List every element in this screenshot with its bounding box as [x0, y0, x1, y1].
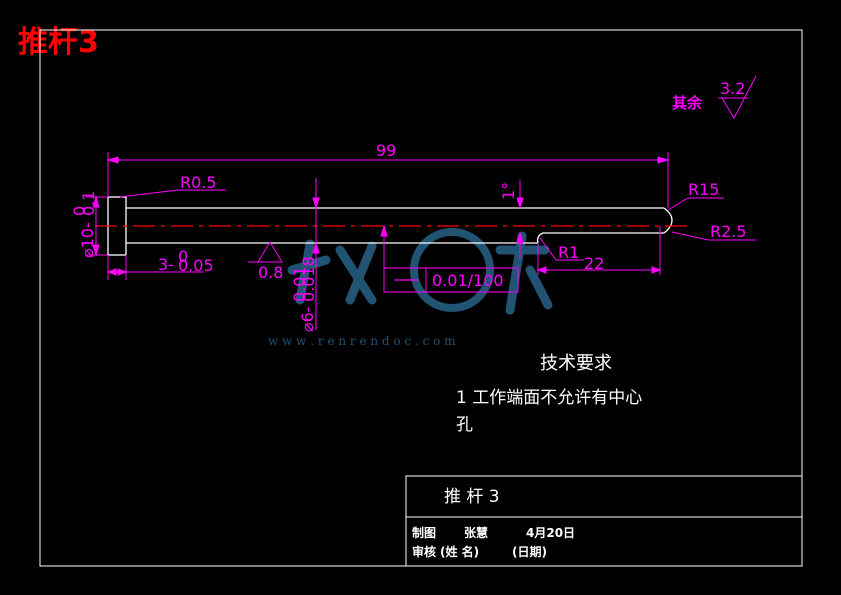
dim-head-thickness: 3-	[158, 255, 174, 274]
dim-shaft-diameter-tol-high: 0.01	[290, 266, 309, 302]
dimensions	[86, 152, 756, 330]
dim-groove-radius: R1	[558, 243, 579, 262]
dim-head-radius: R0.5	[180, 173, 217, 192]
drawn-label: 制图	[412, 525, 436, 540]
drawn-date: 4月20日	[526, 526, 575, 540]
part-name: 推 杆 3	[444, 487, 500, 507]
dim-end-length: 22	[584, 254, 604, 273]
surface-finish-symbol: 0.8	[248, 241, 283, 282]
surface-finish-face: 0.8	[258, 263, 283, 282]
tech-requirements: 技术要求 1 工作端面不允许有中心 孔	[456, 353, 642, 435]
dim-end-radius-large: R15	[688, 180, 719, 199]
surface-finish-general: 其余 3.2	[672, 75, 757, 120]
dimension-labels: 99 R0.5 R15 R2.5 R1 22 1° 3- 0 0.05 ⌀10-…	[70, 141, 747, 332]
dim-head-thickness-tol: 0	[178, 247, 188, 266]
page-title: 推杆3	[18, 25, 99, 60]
check-label: 审核	[412, 544, 436, 559]
dim-head-diameter-tol-low: 0.1	[79, 191, 98, 216]
dim-end-radius-small: R2.5	[710, 222, 747, 241]
tech-heading: 技术要求	[540, 353, 612, 374]
check-date-field: (日期)	[512, 544, 547, 559]
watermark-logo-icon	[410, 228, 494, 312]
check-name-field: (姓 名)	[440, 544, 479, 559]
drawer-name: 张慧	[464, 525, 488, 540]
tech-line-1: 1 工作端面不允许有中心	[456, 388, 642, 408]
tolerance-value: 0.01/100	[432, 271, 504, 290]
dim-head-diameter: ⌀10-	[78, 222, 97, 258]
dim-shaft-diameter: ⌀6-	[298, 306, 317, 332]
surface-finish-value: 3.2	[720, 79, 745, 98]
tech-line-2: 孔	[456, 415, 473, 435]
dim-head-thickness-tol-low: 0.05	[178, 256, 214, 275]
dim-head-diameter-tol: 0	[70, 206, 89, 216]
watermark-url: w w w . r e n r e n d o c . c o m	[268, 334, 456, 348]
title-block: 推 杆 3 制图 张慧 4月20日 审核 (姓 名) (日期)	[405, 475, 803, 567]
dim-length: 99	[376, 141, 396, 160]
dim-shaft-diameter-tol-low: 0.018	[299, 256, 318, 302]
surface-finish-prefix: 其余	[672, 94, 703, 112]
dim-angle: 1°	[499, 182, 518, 200]
part-outline	[107, 196, 673, 256]
tolerance-frame: 0.01/100	[383, 267, 519, 293]
